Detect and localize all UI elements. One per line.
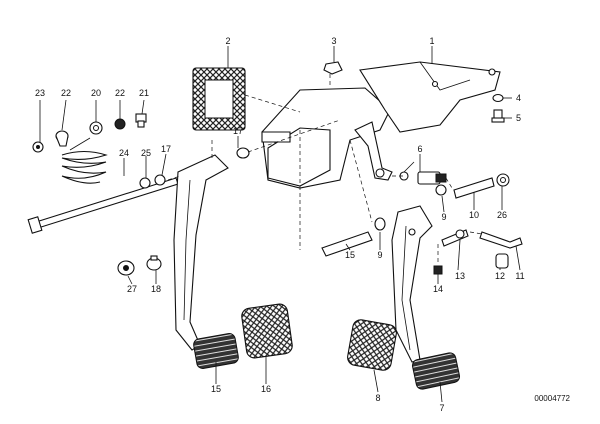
washer-20-part[interactable] (89, 121, 103, 135)
callout-10: 10 (469, 210, 479, 220)
callout-27: 27 (127, 284, 137, 294)
return-spring-part[interactable] (61, 137, 108, 184)
callout-13: 13 (455, 271, 465, 281)
bumper-18-part[interactable] (146, 255, 162, 271)
callout-9-upper: 9 (441, 212, 446, 222)
callout-23: 23 (35, 88, 45, 98)
bushing-17-left-part[interactable] (154, 174, 166, 186)
nut-23-part[interactable] (32, 141, 44, 153)
callout-6: 6 (417, 144, 422, 154)
callout-25: 25 (141, 148, 151, 158)
nut-14-part[interactable] (433, 265, 443, 275)
bushing-25-part[interactable] (139, 177, 151, 189)
callout-11: 11 (515, 271, 524, 281)
callout-22-right: 22 (115, 88, 125, 98)
bushing-17-right-part[interactable] (236, 147, 250, 159)
nut-3-part[interactable] (323, 61, 343, 75)
bushing-9-upper-part[interactable] (435, 184, 447, 196)
callout-3: 3 (331, 36, 336, 46)
pushrod-13-part[interactable] (441, 229, 469, 247)
callout-14: 14 (433, 284, 443, 294)
pedal-pad-18-part[interactable] (241, 303, 294, 359)
bumper-27-part[interactable] (117, 260, 135, 276)
switch-part[interactable] (399, 171, 447, 185)
callout-24: 24 (119, 148, 129, 158)
callout-20: 20 (91, 88, 101, 98)
callout-21: 21 (139, 88, 149, 98)
callout-22-left: 22 (61, 88, 71, 98)
mounting-bracket-part[interactable] (359, 61, 501, 133)
callout-7: 7 (439, 403, 444, 413)
nut-4-part[interactable] (492, 93, 504, 103)
bolt-21-part[interactable] (135, 113, 147, 128)
pedal-pad-8-part[interactable] (346, 319, 397, 372)
bushing-22-right-part[interactable] (114, 118, 126, 130)
callout-26: 26 (497, 210, 507, 220)
spring-10-part[interactable] (453, 177, 495, 199)
bolt-5-part[interactable] (491, 109, 505, 123)
callout-5: 5 (516, 113, 521, 123)
callout-15-sleeve: 15 (345, 250, 355, 260)
callout-9-lower: 9 (377, 250, 382, 260)
sleeve-16-part[interactable] (321, 231, 373, 257)
callout-2: 2 (225, 36, 230, 46)
callout-17-left: 17 (161, 144, 171, 154)
lever-arm-part[interactable] (354, 121, 393, 181)
callout-17-right: 17 (233, 126, 243, 136)
pedal-bracket-housing[interactable] (261, 87, 391, 189)
callout-1: 1 (429, 36, 434, 46)
callout-4: 4 (516, 93, 521, 103)
clutch-pedal-part[interactable] (173, 154, 239, 369)
rod-11-part[interactable] (479, 231, 523, 249)
clip-12-part[interactable] (495, 253, 509, 269)
callout-12: 12 (495, 271, 505, 281)
bushing-22-left-part[interactable] (55, 130, 69, 147)
brake-pedal-part[interactable] (391, 205, 461, 390)
pivot-shaft-part[interactable] (27, 177, 179, 234)
callout-8: 8 (375, 393, 380, 403)
bushing-26-part[interactable] (496, 173, 510, 187)
callout-18-bumper: 18 (151, 284, 161, 294)
callout-15-pedal: 15 (211, 384, 221, 394)
reference-number: 00004772 (534, 394, 570, 403)
bushing-9-lower-part[interactable] (374, 217, 386, 231)
callout-16: 16 (261, 384, 271, 394)
gasket-part[interactable] (192, 67, 246, 131)
